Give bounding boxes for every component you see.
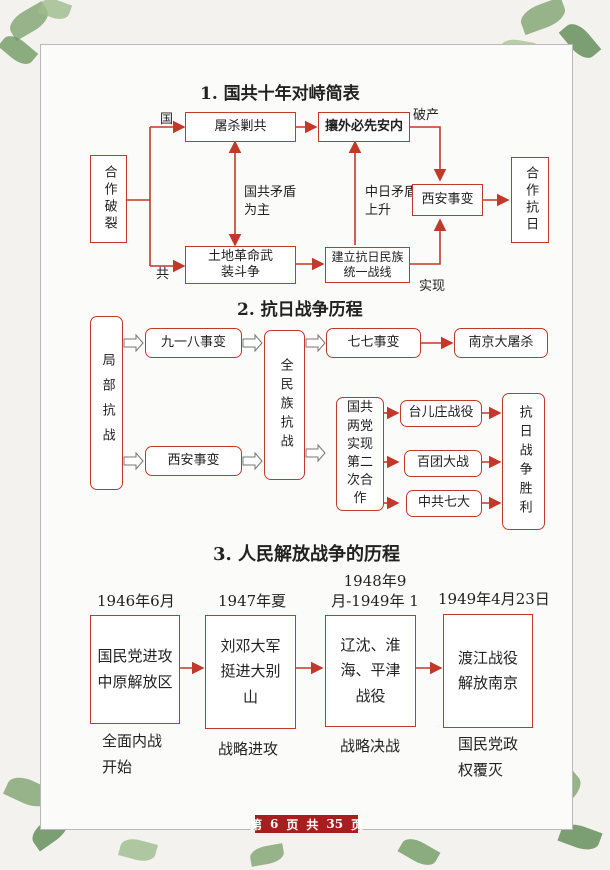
node-split: 合作破裂 [90,155,127,243]
pager-ye: 页 [286,817,299,832]
node-taierzhuang: 台儿庄战役 [400,400,482,427]
node-land-revolution: 土地革命武装斗争 [185,246,296,284]
stage4-note: 国民党政权覆灭 [458,735,519,779]
stage4-box: 渡江战役解放南京 [443,614,533,728]
label-kmt-ccp-conflict: 国共矛盾为主 [244,185,297,219]
page-number: 6 [269,817,279,831]
node-local-war: 局部抗战 [90,316,123,490]
pager-gong: 共 [306,817,319,832]
label-sino-japan-conflict: 中日矛盾上升 [365,185,418,219]
node-918: 九一八事变 [145,328,242,358]
pager-di: 第 [249,817,262,832]
label-bankrupt: 破产 [413,108,440,123]
node-second-coop: 国共两党实现第二次合作 [336,397,384,511]
stage3-note: 战略决战 [340,737,401,755]
node-massacre: 屠杀剿共 [185,112,296,142]
section3-title: 3. 人民解放战争的历程 [213,544,401,565]
label-gong: 共 [156,267,170,282]
node-policy: 攘外必先安内 [318,112,410,142]
stage1-date: 1946年6月 [97,592,175,610]
stage2-note: 战略进攻 [218,740,279,758]
page-indicator: 第 6 页 共 35 页 [250,815,363,833]
stage3-box: 辽沈、淮海、平津战役 [325,615,416,727]
node-7th-congress: 中共七大 [406,490,482,517]
stage1-box: 国民党进攻中原解放区 [90,615,180,724]
section2-title: 2. 抗日战争历程 [237,300,363,320]
section1-title: 1. 国共十年对峙简表 [200,84,360,104]
node-victory: 抗日战争胜利 [502,393,545,530]
stage2-box: 刘邓大军挺进大别山 [205,615,296,729]
page-total: 35 [326,817,344,831]
node-total-war: 全民族抗战 [264,330,305,480]
node-77: 七七事变 [326,328,421,358]
stage4-date: 1949年4月23日 [438,590,550,608]
stage2-date: 1947年夏 [218,592,287,610]
node-xian-incident: 西安事变 [412,184,483,216]
node-hundred-regiments: 百团大战 [404,450,482,477]
node-cooperate: 合作抗日 [511,157,549,243]
node-united-front: 建立抗日民族统一战线 [325,247,410,283]
stage1-note: 全面内战开始 [102,732,163,776]
pager-ye2: 页 [351,817,364,832]
label-realize: 实现 [419,279,446,294]
node-nanjing: 南京大屠杀 [454,328,548,358]
node-xian-2: 西安事变 [145,446,242,476]
label-guo: 国 [160,112,174,127]
